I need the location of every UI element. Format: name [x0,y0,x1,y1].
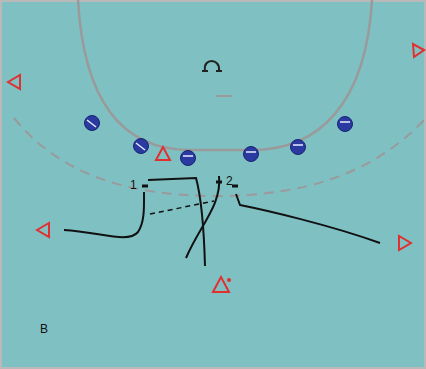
attackers [8,44,424,292]
movement-lines [64,176,380,266]
goalkeeper-symbol [202,61,222,71]
court-mark [216,95,232,97]
goal-area-line [78,0,372,150]
player-number: 2 [226,175,233,187]
defenders [85,116,353,166]
diagram-letter: B [40,323,48,335]
player-number: 1 [130,179,137,191]
